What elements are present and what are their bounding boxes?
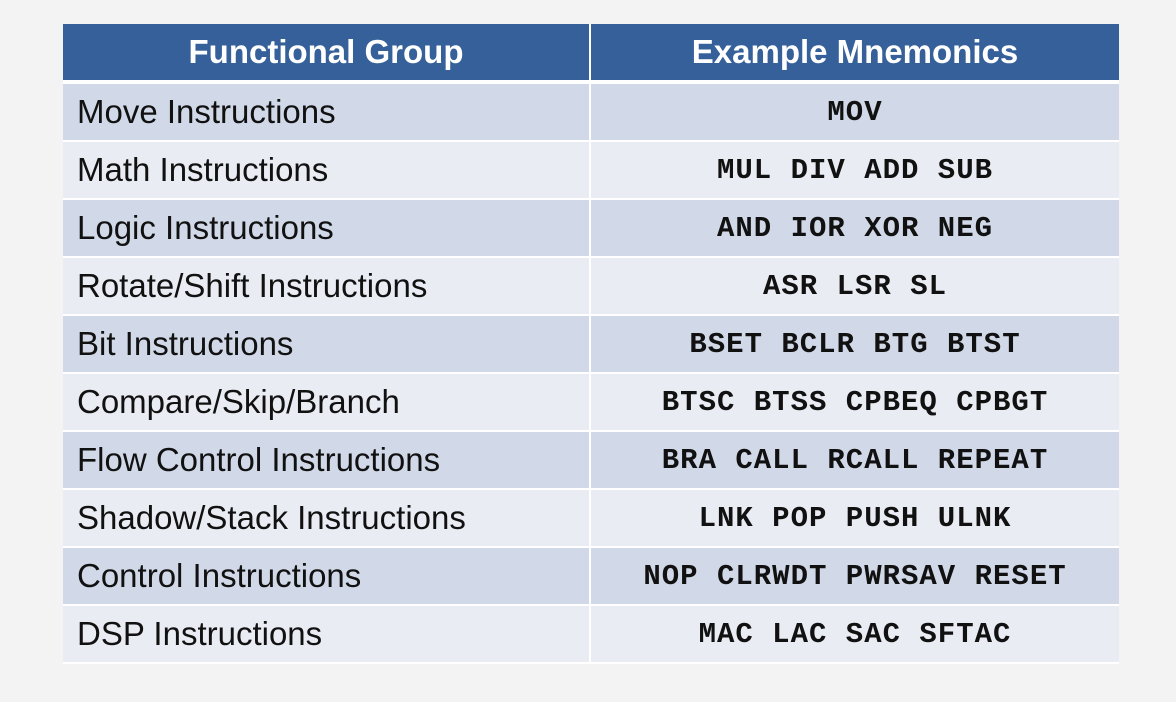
group-cell: Shadow/Stack Instructions — [63, 489, 591, 548]
table-row: Logic Instructions AND IOR XOR NEG — [63, 199, 1119, 258]
group-cell: Move Instructions — [63, 82, 591, 142]
table-row: Bit Instructions BSET BCLR BTG BTST — [63, 315, 1119, 374]
group-cell: Control Instructions — [63, 547, 591, 606]
table-row: Shadow/Stack Instructions LNK POP PUSH U… — [63, 489, 1119, 548]
group-cell: Logic Instructions — [63, 199, 591, 258]
instruction-groups-table: Functional Group Example Mnemonics Move … — [63, 24, 1119, 664]
mnemonics-cell: AND IOR XOR NEG — [590, 199, 1119, 258]
mnemonics-cell: BTSC BTSS CPBEQ CPBGT — [590, 373, 1119, 432]
table-row: Rotate/Shift Instructions ASR LSR SL — [63, 257, 1119, 316]
mnemonics-cell: MAC LAC SAC SFTAC — [590, 605, 1119, 664]
mnemonics-cell: NOP CLRWDT PWRSAV RESET — [590, 547, 1119, 606]
table-row: Math Instructions MUL DIV ADD SUB — [63, 141, 1119, 200]
table-header-row: Functional Group Example Mnemonics — [63, 24, 1119, 84]
mnemonics-cell: LNK POP PUSH ULNK — [590, 489, 1119, 548]
mnemonics-cell: BRA CALL RCALL REPEAT — [590, 431, 1119, 490]
mnemonics-cell: ASR LSR SL — [590, 257, 1119, 316]
group-cell: Bit Instructions — [63, 315, 591, 374]
group-cell: Compare/Skip/Branch — [63, 373, 591, 432]
header-functional-group: Functional Group — [63, 24, 591, 84]
table-row: DSP Instructions MAC LAC SAC SFTAC — [63, 605, 1119, 664]
group-cell: DSP Instructions — [63, 605, 591, 664]
table-row: Flow Control Instructions BRA CALL RCALL… — [63, 431, 1119, 490]
group-cell: Math Instructions — [63, 141, 591, 200]
mnemonics-cell: BSET BCLR BTG BTST — [590, 315, 1119, 374]
group-cell: Flow Control Instructions — [63, 431, 591, 490]
table-row: Move Instructions MOV — [63, 82, 1119, 142]
group-cell: Rotate/Shift Instructions — [63, 257, 591, 316]
table-row: Compare/Skip/Branch BTSC BTSS CPBEQ CPBG… — [63, 373, 1119, 432]
mnemonics-cell: MUL DIV ADD SUB — [590, 141, 1119, 200]
table-row: Control Instructions NOP CLRWDT PWRSAV R… — [63, 547, 1119, 606]
mnemonics-cell: MOV — [590, 82, 1119, 142]
header-example-mnemonics: Example Mnemonics — [590, 24, 1119, 84]
